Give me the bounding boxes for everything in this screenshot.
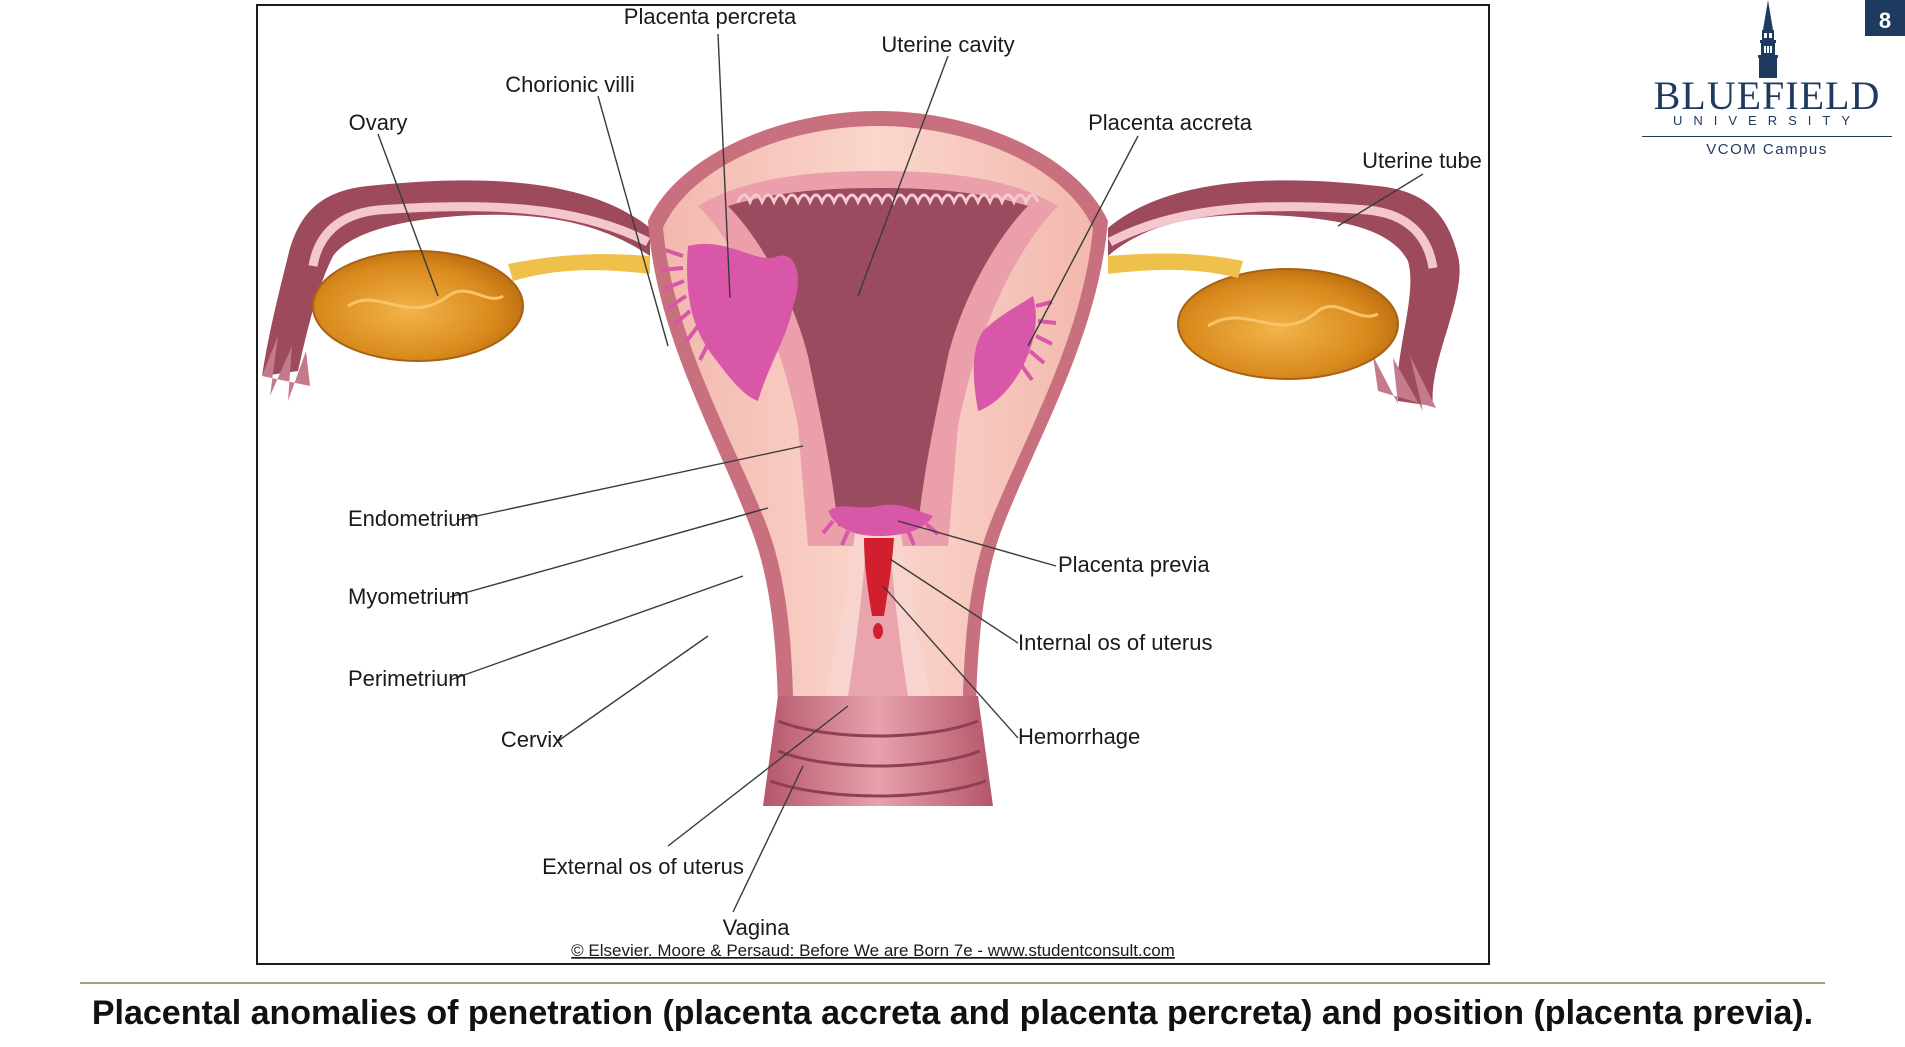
uterine-cavity <box>728 188 1028 526</box>
logo-subtitle: UNIVERSITY <box>1672 113 1861 128</box>
slide-number: 8 <box>1865 0 1905 36</box>
label-pointers <box>377 33 1424 913</box>
label-vagina: Vagina <box>723 915 791 940</box>
figure-frame: Placenta percreta Uterine cavity Chorion… <box>256 4 1490 965</box>
label-placenta-accreta: Placenta accreta <box>1088 110 1253 135</box>
label-placenta-percreta: Placenta percreta <box>624 6 797 29</box>
label-uterine-cavity: Uterine cavity <box>881 32 1014 57</box>
logo-wordmark: BLUEFIELD <box>1653 73 1881 118</box>
label-endometrium: Endometrium <box>348 506 479 531</box>
chapel-steeple-icon <box>1758 0 1778 78</box>
label-myometrium: Myometrium <box>348 584 469 609</box>
left-ovary <box>312 250 524 362</box>
label-chorionic-villi: Chorionic villi <box>505 72 635 97</box>
logo-divider <box>1642 136 1892 137</box>
label-external-os: External os of uterus <box>542 854 744 879</box>
placenta-previa <box>828 504 933 536</box>
caption-divider <box>80 982 1825 984</box>
label-placenta-previa: Placenta previa <box>1058 552 1210 577</box>
hemorrhage <box>864 538 894 616</box>
right-uterine-tube <box>1108 180 1460 406</box>
placenta-accreta <box>973 296 1036 411</box>
label-uterine-tube: Uterine tube <box>1362 148 1482 173</box>
left-uterine-tube <box>262 180 650 376</box>
vagina <box>763 696 993 806</box>
university-logo: BLUEFIELD UNIVERSITY VCOM Campus <box>1638 0 1896 165</box>
label-ovary: Ovary <box>349 110 408 135</box>
label-cervix: Cervix <box>501 727 563 752</box>
label-perimetrium: Perimetrium <box>348 666 467 691</box>
logo-campus: VCOM Campus <box>1706 141 1828 158</box>
label-hemorrhage: Hemorrhage <box>1018 724 1140 749</box>
slide-caption: Placental anomalies of penetration (plac… <box>91 994 1814 1032</box>
label-internal-os: Internal os of uterus <box>1018 630 1212 655</box>
uterus-diagram: Placenta percreta Uterine cavity Chorion… <box>262 6 1482 960</box>
copyright-credit: © Elsevier. Moore & Persaud: Before We a… <box>571 941 1175 960</box>
placenta-percreta <box>687 243 798 401</box>
